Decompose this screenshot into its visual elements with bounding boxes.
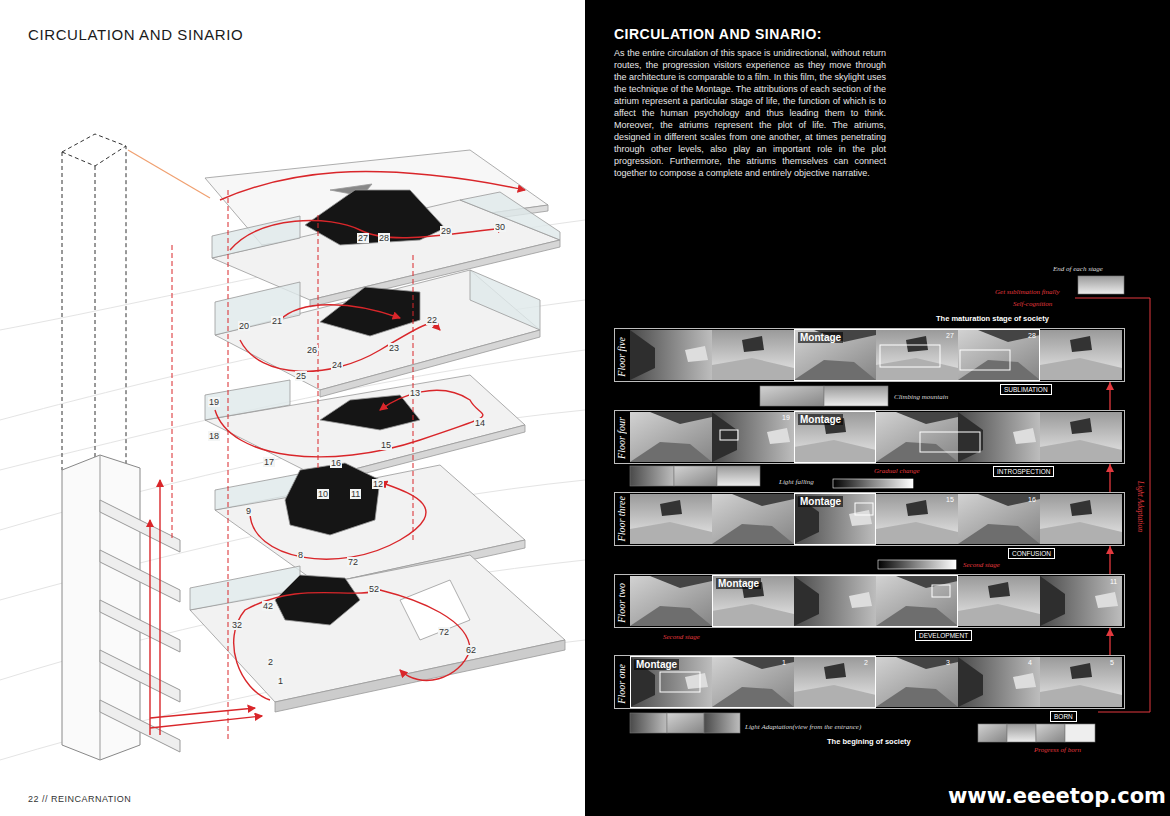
red-note: Second stage bbox=[662, 633, 701, 641]
montage-label: Montage bbox=[798, 414, 843, 425]
page-footer: 22 // REINCARNATION bbox=[28, 794, 131, 804]
watermark: www.eeeetop.com bbox=[948, 784, 1166, 808]
callout-number: 8 bbox=[297, 550, 304, 560]
montage-box: Montage bbox=[794, 493, 876, 545]
callout-number: 52 bbox=[368, 584, 380, 594]
callout-number: 17 bbox=[263, 457, 275, 467]
red-note: Self-cognition bbox=[1012, 300, 1053, 308]
frame-number: 16 bbox=[1028, 496, 1036, 503]
stage-note: The begining of society bbox=[826, 737, 912, 746]
stage-tag: INTROSPECTION bbox=[993, 466, 1054, 477]
callout-number: 23 bbox=[388, 343, 400, 353]
frame-number: 4 bbox=[1028, 659, 1032, 666]
stage-label: SUBLIMATION bbox=[1004, 386, 1048, 393]
callout-number: 25 bbox=[295, 371, 307, 381]
callout-number: 72 bbox=[347, 557, 359, 567]
callout-number: 19 bbox=[208, 397, 220, 407]
stage-label: BORN bbox=[1054, 713, 1073, 720]
callout-number: 26 bbox=[306, 345, 318, 355]
callout-number: 20 bbox=[238, 321, 250, 331]
callout-number: 32 bbox=[231, 620, 243, 630]
floor-strip: Floor three Montage bbox=[614, 492, 1125, 546]
floor-strip: Floor five Montage bbox=[614, 328, 1125, 382]
callout-number: 9 bbox=[245, 506, 252, 516]
note-text: Light falling bbox=[778, 478, 815, 486]
red-note: Progress of born bbox=[1033, 746, 1082, 754]
floor-strip: Floor two Montage bbox=[614, 574, 1125, 628]
montage-box: Montage bbox=[712, 575, 958, 627]
red-note: Gradual change bbox=[873, 467, 921, 475]
frame-number: 19 bbox=[782, 414, 790, 421]
callout-number: 29 bbox=[440, 226, 452, 236]
flow-connector bbox=[1109, 628, 1110, 655]
callout-number: 42 bbox=[262, 601, 274, 611]
callout-number: 30 bbox=[494, 222, 506, 232]
frame-number: 3 bbox=[946, 659, 950, 666]
note-text: Climbing mountain bbox=[893, 393, 949, 401]
frame-number: 27 bbox=[946, 332, 954, 339]
callout-number: 15 bbox=[380, 440, 392, 450]
stage-note: The maturation stage of society bbox=[935, 314, 1050, 323]
note-text: End of each stage bbox=[1052, 265, 1104, 273]
callout-number: 1 bbox=[277, 676, 284, 686]
note-text: Light Adaptation(view from the entrance) bbox=[744, 723, 862, 731]
frame-number: 1 bbox=[782, 659, 786, 666]
red-note: Get sublimation finally bbox=[994, 288, 1061, 296]
montage-box: Montage bbox=[794, 329, 1040, 381]
floor-strip: Floor one Montage bbox=[614, 655, 1125, 709]
callout-number: 13 bbox=[409, 388, 421, 398]
stage-tag: CONFUSION bbox=[1008, 548, 1055, 559]
montage-label: Montage bbox=[634, 659, 679, 670]
flow-connector bbox=[1109, 382, 1110, 410]
callout-number: 16 bbox=[330, 458, 342, 468]
frame-number: 2 bbox=[864, 659, 868, 666]
callout-number: 72 bbox=[438, 627, 450, 637]
callout-number: 62 bbox=[465, 645, 477, 655]
red-note: Second stage bbox=[962, 561, 1001, 569]
frame-number: 15 bbox=[946, 496, 954, 503]
callout-number: 14 bbox=[474, 418, 486, 428]
stage-tag: SUBLIMATION bbox=[1000, 384, 1052, 395]
callout-number: 11 bbox=[350, 489, 361, 499]
section-heading: CIRCULATION AND SINARIO: bbox=[614, 26, 822, 42]
frame-number: 28 bbox=[1028, 332, 1036, 339]
flow-connector bbox=[1109, 546, 1110, 574]
callout-number: 22 bbox=[426, 315, 438, 325]
stage-label: INTROSPECTION bbox=[997, 468, 1050, 475]
body-text: As the entire circulation of this space … bbox=[614, 47, 886, 179]
floor-label: Floor three bbox=[616, 496, 627, 541]
callout-number: 28 bbox=[378, 233, 390, 243]
stage-label: DEVELOPMENT bbox=[919, 632, 968, 639]
vertical-note: Light Adaptation bbox=[1136, 480, 1145, 533]
callout-number: 24 bbox=[331, 360, 343, 370]
floor-label: Floor four bbox=[616, 417, 627, 459]
callout-number: 21 bbox=[271, 316, 283, 326]
callout-number: 18 bbox=[208, 431, 220, 441]
floor-label: Floor five bbox=[616, 337, 627, 377]
callout-number: 2 bbox=[267, 657, 274, 667]
callout-number: 27 bbox=[357, 233, 369, 243]
montage-label: Montage bbox=[716, 578, 761, 589]
callout-number: 10 bbox=[317, 489, 329, 499]
frame-number: 11 bbox=[1110, 578, 1117, 585]
montage-box: Montage bbox=[630, 656, 876, 708]
stage-tag: DEVELOPMENT bbox=[915, 630, 972, 641]
montage-box: Montage bbox=[794, 411, 876, 463]
floor-strip: Floor four Montage bbox=[614, 410, 1125, 464]
frame-number: 5 bbox=[1110, 659, 1114, 666]
floor-label: Floor one bbox=[616, 664, 627, 704]
floor-label: Floor two bbox=[616, 583, 627, 623]
stage-tag: BORN bbox=[1050, 711, 1077, 722]
callout-number: 12 bbox=[372, 479, 384, 489]
stage-label: CONFUSION bbox=[1012, 550, 1051, 557]
flow-connector bbox=[1109, 464, 1110, 492]
montage-label: Montage bbox=[798, 496, 843, 507]
page-title: CIRCULATION AND SINARIO bbox=[28, 26, 243, 43]
montage-label: Montage bbox=[798, 332, 843, 343]
